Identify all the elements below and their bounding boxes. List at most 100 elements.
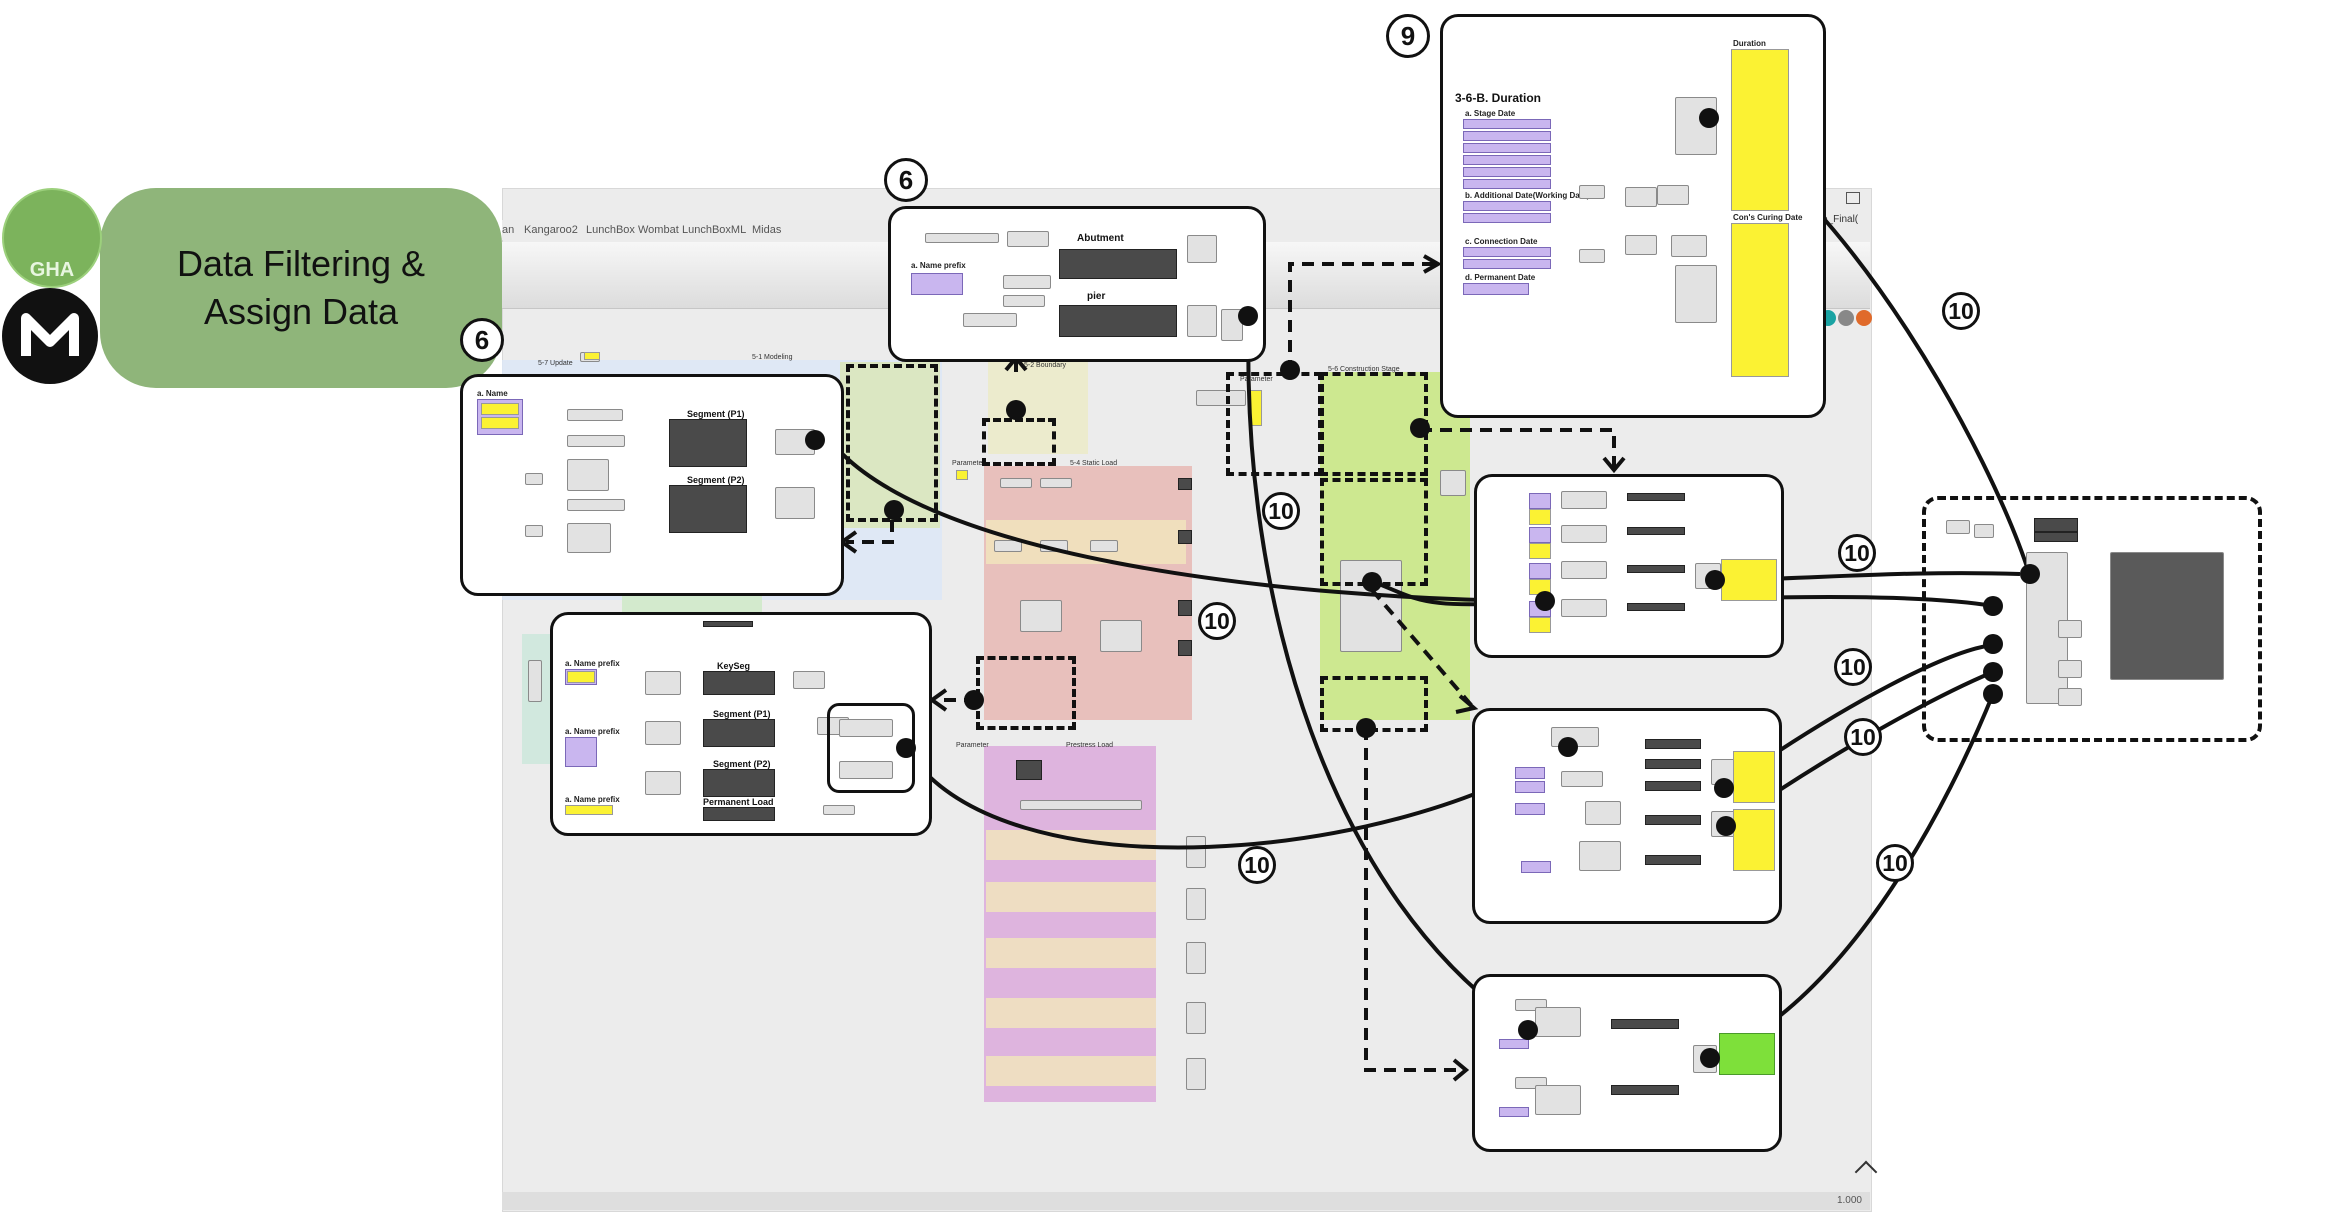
canvas-node[interactable]	[567, 459, 609, 491]
canvas-node[interactable]	[1003, 275, 1051, 289]
canvas-node[interactable]	[1020, 800, 1142, 810]
segment-p1-component[interactable]	[703, 719, 775, 747]
canvas-node[interactable]	[525, 473, 543, 485]
keyseg-component[interactable]	[703, 671, 775, 695]
green-result-panel[interactable]	[1719, 1033, 1775, 1075]
canvas-node[interactable]	[1561, 525, 1607, 543]
canvas-node[interactable]	[839, 719, 893, 737]
canvas-node[interactable]	[793, 671, 825, 689]
yellow-panel[interactable]	[1529, 509, 1551, 525]
canvas-node[interactable]	[1340, 560, 1402, 652]
input-param[interactable]	[1515, 767, 1545, 779]
canvas-node[interactable]	[1625, 235, 1657, 255]
canvas-node[interactable]	[1535, 1007, 1581, 1037]
canvas-node[interactable]	[823, 805, 855, 815]
additional-date-slider[interactable]	[1463, 201, 1551, 211]
stage-date-slider[interactable]	[1463, 119, 1551, 129]
canvas-node[interactable]	[1100, 620, 1142, 652]
yellow-panel[interactable]	[481, 417, 519, 429]
canvas-node[interactable]	[1625, 187, 1657, 207]
canvas-node[interactable]	[963, 313, 1017, 327]
canvas-node[interactable]	[2034, 532, 2078, 542]
canvas-node[interactable]	[1645, 815, 1701, 825]
yellow-panel[interactable]	[584, 352, 600, 360]
input-param[interactable]	[1529, 527, 1551, 543]
canvas-node[interactable]	[1178, 640, 1192, 656]
canvas-node[interactable]	[925, 233, 999, 243]
canvas-node[interactable]	[1671, 235, 1707, 257]
canvas-node[interactable]	[1535, 1085, 1581, 1115]
menu-item[interactable]: LunchBoxML	[682, 224, 747, 236]
yellow-panel[interactable]	[1733, 809, 1775, 871]
stage-date-slider[interactable]	[1463, 179, 1551, 189]
canvas-node[interactable]	[1016, 760, 1042, 780]
canvas-node[interactable]	[1020, 600, 1062, 632]
canvas-node[interactable]	[1645, 781, 1701, 791]
canvas-node[interactable]	[1178, 478, 1192, 490]
stage-date-slider[interactable]	[1463, 155, 1551, 165]
canvas-node[interactable]	[1675, 265, 1717, 323]
canvas-node[interactable]	[1186, 942, 1206, 974]
menu-item[interactable]: an	[502, 224, 515, 236]
canvas-node[interactable]	[1627, 493, 1685, 501]
canvas-node[interactable]	[1645, 759, 1701, 769]
canvas-node[interactable]	[1946, 520, 1970, 534]
canvas-node[interactable]	[1178, 600, 1192, 616]
canvas-node[interactable]	[1186, 1002, 1206, 1034]
canvas-node[interactable]	[1000, 478, 1032, 488]
canvas-node[interactable]	[528, 660, 542, 702]
yellow-panel[interactable]	[565, 805, 613, 815]
canvas-node[interactable]	[1186, 836, 1206, 868]
additional-date-slider[interactable]	[1463, 213, 1551, 223]
canvas-node[interactable]	[994, 540, 1022, 552]
canvas-node[interactable]	[1579, 185, 1605, 199]
name-prefix-input[interactable]	[911, 273, 963, 295]
canvas-node[interactable]	[1974, 524, 1994, 538]
yellow-panel[interactable]	[1733, 751, 1775, 803]
yellow-panel[interactable]	[567, 671, 595, 683]
canvas-node[interactable]	[645, 721, 681, 745]
stage-date-slider[interactable]	[1463, 167, 1551, 177]
canvas-node[interactable]	[839, 761, 893, 779]
canvas-node[interactable]	[1561, 771, 1603, 787]
canvas-node[interactable]	[1003, 295, 1045, 307]
canvas-node[interactable]	[1561, 561, 1607, 579]
input-param[interactable]	[1499, 1039, 1529, 1049]
canvas-node[interactable]	[1627, 603, 1685, 611]
canvas-node[interactable]	[2034, 518, 2078, 532]
canvas-node[interactable]	[775, 487, 815, 519]
stage-date-slider[interactable]	[1463, 131, 1551, 141]
canvas-node[interactable]	[1627, 527, 1685, 535]
permanent-date-slider[interactable]	[1463, 283, 1529, 295]
input-param[interactable]	[1499, 1107, 1529, 1117]
canvas-node[interactable]	[1007, 231, 1049, 247]
canvas-node[interactable]	[1196, 390, 1246, 406]
menu-item[interactable]: Kangaroo2	[524, 224, 578, 236]
toolbar-icon[interactable]	[1856, 310, 1872, 326]
canvas-node[interactable]	[1187, 305, 1217, 337]
assign-component[interactable]	[2110, 552, 2224, 680]
menu-item[interactable]: LunchBox	[586, 224, 635, 236]
canvas-node[interactable]	[1221, 309, 1243, 341]
curing-date-panel[interactable]	[1731, 223, 1789, 377]
yellow-panel[interactable]	[1721, 559, 1777, 601]
canvas-node[interactable]	[1657, 185, 1689, 205]
canvas-node[interactable]	[1178, 530, 1192, 544]
name-prefix-input[interactable]	[565, 737, 597, 767]
canvas-node[interactable]	[645, 671, 681, 695]
segment-p2-component[interactable]	[669, 485, 747, 533]
canvas-node[interactable]	[1186, 1058, 1206, 1090]
canvas-node[interactable]	[525, 525, 543, 537]
canvas-node[interactable]	[1627, 565, 1685, 573]
canvas-node[interactable]	[1579, 249, 1605, 263]
input-param[interactable]	[1515, 781, 1545, 793]
connection-date-slider[interactable]	[1463, 247, 1551, 257]
permanent-load-component[interactable]	[703, 807, 775, 821]
canvas-node[interactable]	[1187, 235, 1217, 263]
stage-date-slider[interactable]	[1463, 143, 1551, 153]
input-param[interactable]	[1529, 563, 1551, 579]
canvas-node[interactable]	[1440, 470, 1466, 496]
canvas-node[interactable]	[1561, 599, 1607, 617]
pier-component[interactable]	[1059, 305, 1177, 337]
segment-p2-component[interactable]	[703, 769, 775, 797]
